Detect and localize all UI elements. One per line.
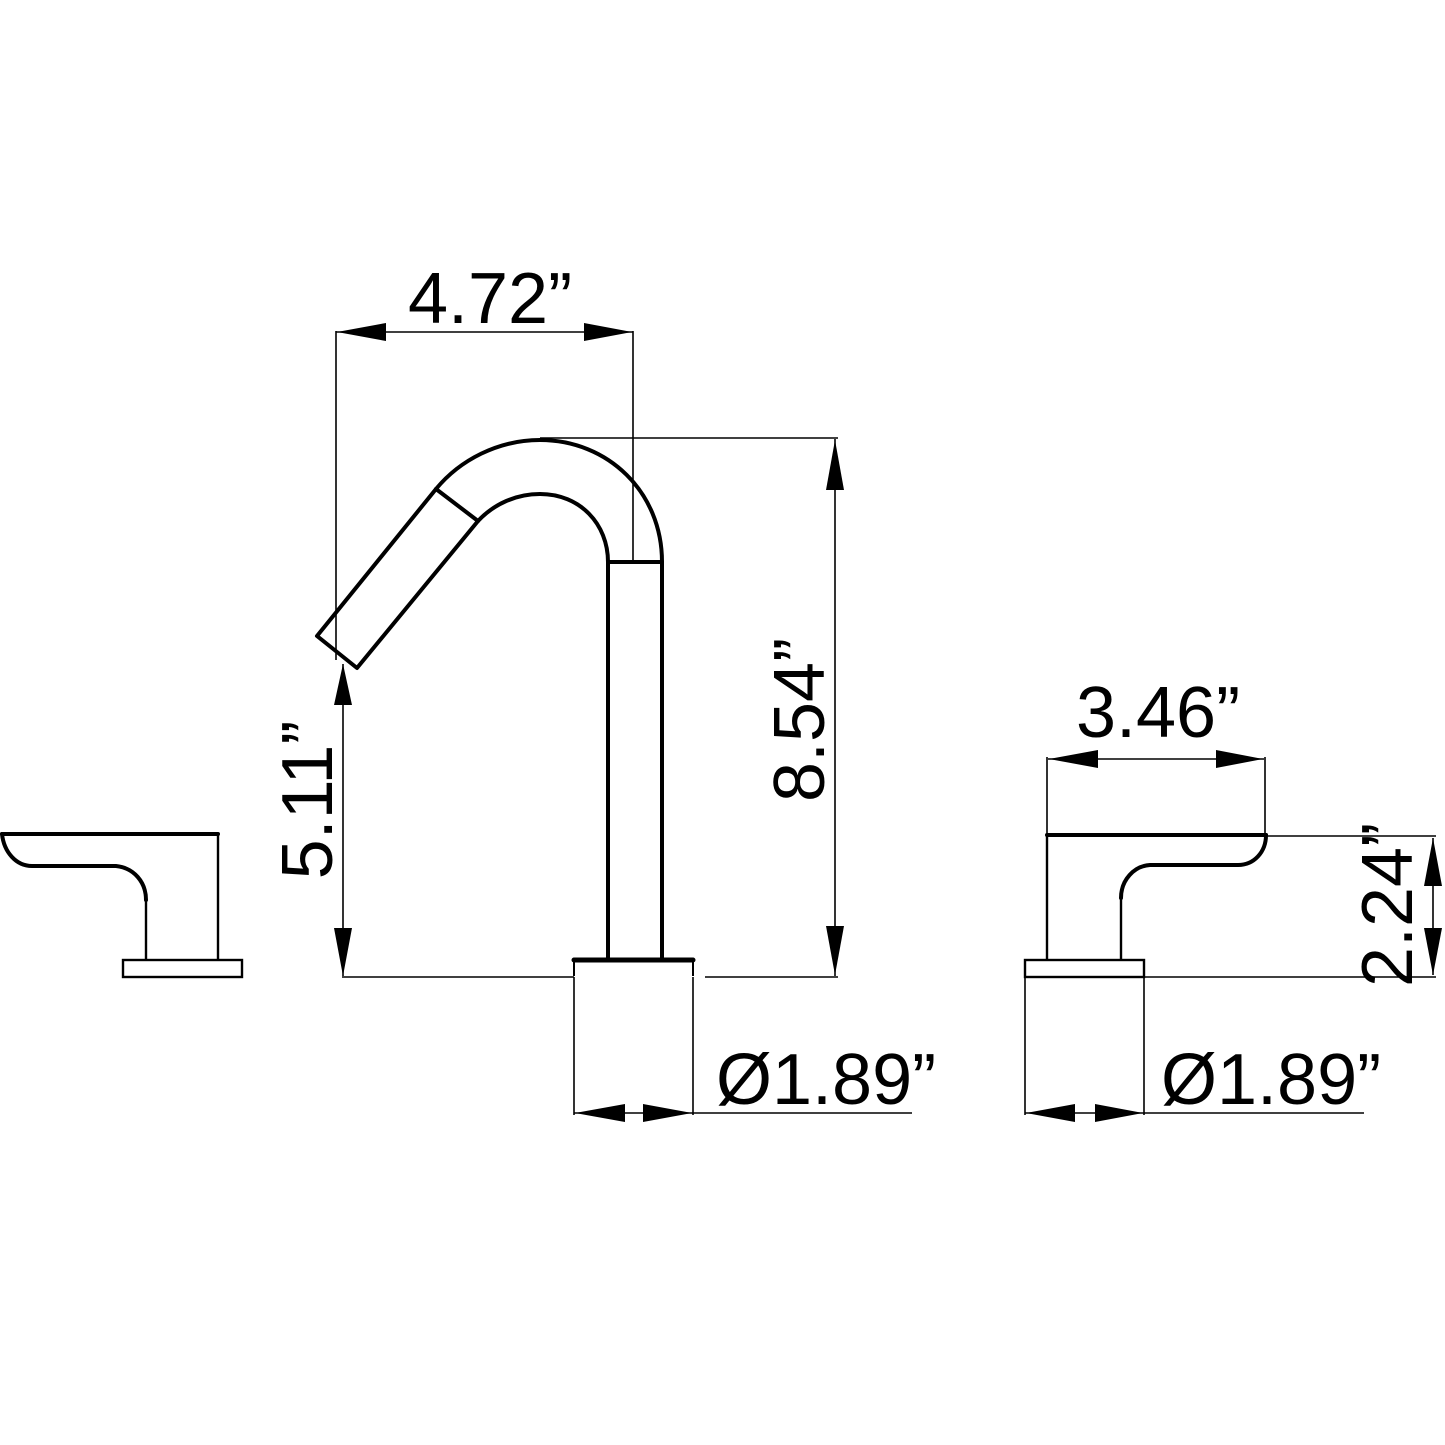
dimension-spout-reach: 4.72” <box>335 259 634 660</box>
dimension-handle-height: 2.24” <box>1144 823 1442 987</box>
spout <box>315 438 696 976</box>
dimension-handle-length: 3.46” <box>1046 673 1266 835</box>
handle-height-label: 2.24” <box>1348 823 1428 987</box>
right-handle <box>1023 833 1268 979</box>
aerator-height-label: 5.11” <box>268 721 348 880</box>
spout-reach-label: 4.72” <box>408 259 572 339</box>
spout-height-label: 8.54” <box>760 638 840 802</box>
left-handle <box>0 832 244 979</box>
handle-length-label: 3.46” <box>1076 673 1240 753</box>
handle-base-diameter-label: Ø1.89” <box>1161 1040 1381 1120</box>
dimension-spout-height: 8.54” <box>540 437 844 978</box>
dimension-spout-base-diameter: Ø1.89” <box>573 977 936 1122</box>
dimension-handle-base-diameter: Ø1.89” <box>1024 977 1381 1122</box>
dimension-aerator-height: 5.11” <box>268 664 574 978</box>
spout-base-diameter-label: Ø1.89” <box>716 1040 936 1120</box>
